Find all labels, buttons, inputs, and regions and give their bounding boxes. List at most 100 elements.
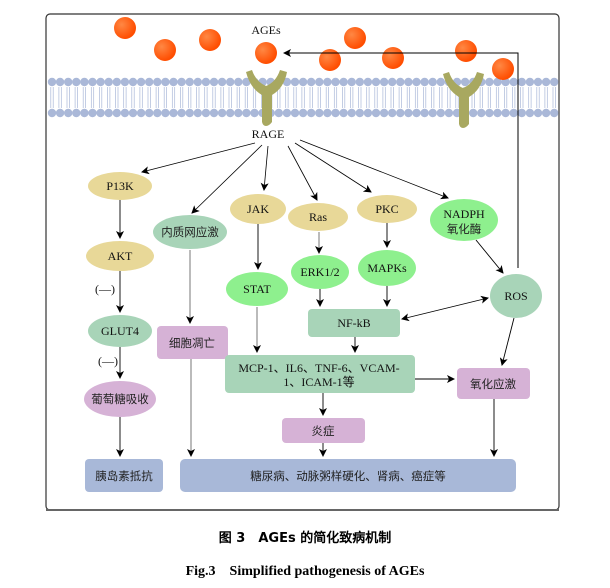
lipid-head bbox=[436, 77, 445, 87]
lipid-head bbox=[226, 108, 235, 118]
lipid-head bbox=[47, 108, 57, 118]
node-ras bbox=[288, 203, 348, 231]
lipid-head bbox=[145, 77, 154, 87]
lipid-head bbox=[104, 108, 113, 118]
lipid-head bbox=[363, 108, 373, 118]
lipid-head bbox=[517, 108, 526, 118]
ros-feedback-arrow bbox=[283, 49, 519, 268]
lipid-head bbox=[420, 108, 429, 118]
lipid-head bbox=[242, 108, 251, 118]
lipid-head bbox=[177, 108, 186, 118]
lipid-head bbox=[217, 77, 227, 87]
lipid-head bbox=[396, 108, 405, 118]
lipid-head bbox=[145, 108, 154, 118]
lipid-head bbox=[177, 77, 186, 87]
lipid-head bbox=[307, 77, 316, 87]
lipid-head bbox=[185, 108, 194, 118]
lipid-head bbox=[396, 77, 405, 87]
node-ros bbox=[490, 274, 542, 318]
lipid-head bbox=[80, 108, 89, 118]
arrow-nfkb-ros-bidirectional bbox=[401, 295, 489, 322]
lipid-head bbox=[153, 77, 162, 87]
lipid-head bbox=[315, 108, 324, 118]
node-insulin-resistance-label: 胰岛素抵抗 bbox=[95, 469, 153, 483]
lipid-head bbox=[541, 77, 551, 87]
lipid-head bbox=[363, 77, 373, 87]
node-cytokines bbox=[225, 355, 415, 393]
lipid-head bbox=[533, 77, 543, 87]
rage-receptor bbox=[246, 70, 287, 126]
lipid-head bbox=[323, 108, 332, 118]
lipid-head bbox=[509, 108, 518, 118]
lipid-head bbox=[88, 77, 97, 87]
lipid-head bbox=[274, 108, 283, 118]
lipid-head bbox=[120, 77, 130, 87]
lipid-head bbox=[128, 77, 138, 87]
lipid-head bbox=[290, 108, 300, 118]
age-molecule bbox=[344, 27, 366, 49]
lipid-head bbox=[444, 108, 454, 118]
lipid-head bbox=[339, 108, 348, 118]
node-cytokines-label: 1、ICAM-1等 bbox=[283, 375, 354, 389]
node-glucose-uptake-label: 葡萄糖吸收 bbox=[91, 392, 149, 406]
lipid-head bbox=[550, 108, 559, 118]
lipid-head bbox=[477, 108, 486, 118]
arrow-nadph-ros bbox=[475, 239, 504, 274]
lipid-head bbox=[55, 77, 65, 87]
node-oxidative-stress bbox=[457, 368, 530, 399]
lipid-head bbox=[112, 77, 122, 87]
lipid-head bbox=[250, 108, 259, 118]
arrow-rage-ras bbox=[287, 145, 318, 201]
lipid-head bbox=[550, 77, 559, 87]
lipid-head bbox=[96, 77, 105, 87]
lipid-head bbox=[525, 77, 535, 87]
lipid-head bbox=[234, 108, 243, 118]
ages-label: AGEs bbox=[251, 23, 281, 37]
age-molecule bbox=[492, 58, 514, 80]
lipid-head bbox=[347, 108, 356, 118]
lipid-head bbox=[72, 108, 81, 118]
lipid-head bbox=[201, 77, 211, 87]
lipid-head bbox=[169, 108, 178, 118]
age-molecule bbox=[255, 42, 277, 64]
node-pkc-label: PKC bbox=[375, 202, 398, 216]
inhibition-label: (—) bbox=[95, 282, 115, 296]
lipid-head bbox=[63, 77, 73, 87]
lipid-head bbox=[485, 108, 494, 118]
lipid-head bbox=[533, 108, 543, 118]
lipid-head bbox=[323, 77, 332, 87]
node-nadph-label: NADPH bbox=[443, 207, 485, 221]
lipid-head bbox=[355, 77, 364, 87]
node-glucose-uptake bbox=[84, 381, 156, 417]
node-diseases-label: 糖尿病、动脉粥样硬化、肾病、癌症等 bbox=[250, 469, 446, 483]
lipid-head bbox=[193, 108, 202, 118]
age-molecule bbox=[455, 40, 477, 62]
node-p13k-label: P13K bbox=[106, 179, 134, 193]
lipid-head bbox=[412, 108, 421, 118]
node-p13k bbox=[88, 172, 152, 200]
lipid-head bbox=[412, 77, 421, 87]
lipid-head bbox=[112, 108, 122, 118]
lipid-head bbox=[541, 108, 551, 118]
node-apoptosis-label: 细胞凋亡 bbox=[169, 336, 215, 350]
arrow-rage-pkc bbox=[294, 142, 372, 193]
lipid-head bbox=[298, 108, 308, 118]
age-molecule bbox=[199, 29, 221, 51]
lipid-head bbox=[161, 77, 170, 87]
lipid-head bbox=[72, 77, 81, 87]
lipid-head bbox=[161, 108, 170, 118]
rage-label: RAGE bbox=[252, 127, 285, 141]
lipid-head bbox=[388, 108, 397, 118]
node-stat bbox=[226, 272, 288, 306]
age-molecule bbox=[114, 17, 136, 39]
lipid-head bbox=[388, 77, 397, 87]
lipid-head bbox=[290, 77, 300, 87]
arrow-rage-er bbox=[191, 144, 263, 214]
lipid-head bbox=[63, 108, 73, 118]
node-oxidative-stress-label: 氧化应激 bbox=[470, 377, 516, 391]
node-ros-label: ROS bbox=[504, 289, 527, 303]
arrow-rage-nadph bbox=[299, 139, 449, 200]
lipid-head bbox=[298, 77, 308, 87]
node-erk bbox=[291, 255, 349, 289]
